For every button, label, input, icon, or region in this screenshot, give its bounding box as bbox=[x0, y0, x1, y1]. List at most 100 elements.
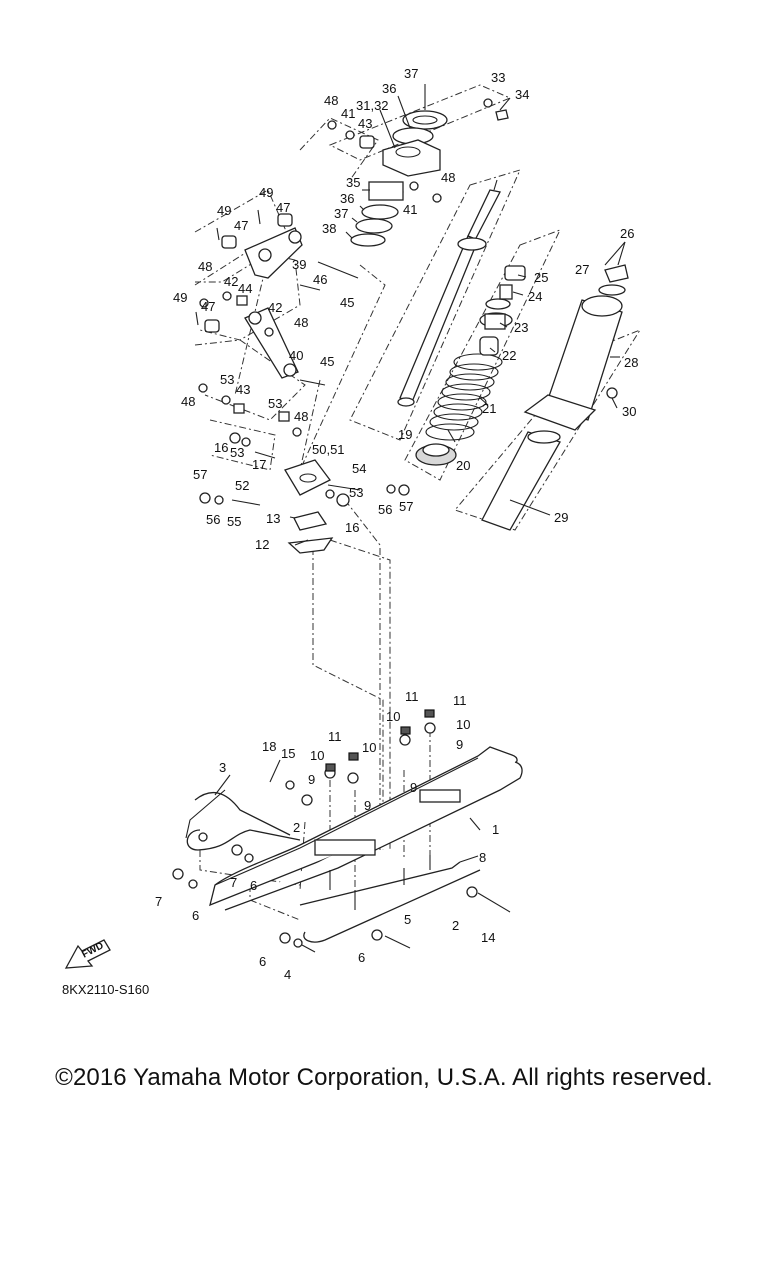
shock-covers bbox=[481, 264, 629, 531]
callout-11: 11 bbox=[405, 689, 419, 704]
callout-8: 8 bbox=[479, 850, 486, 865]
callout-25: 25 bbox=[534, 270, 548, 285]
callout-54: 54 bbox=[352, 461, 366, 476]
callout-10: 10 bbox=[310, 748, 324, 763]
callout-9: 9 bbox=[456, 737, 463, 752]
callout-43: 43 bbox=[358, 116, 372, 131]
callout-labels: 1 2 2 3 4 5 6 6 6 6 7 7 8 9 9 9 9 10 10 … bbox=[155, 66, 638, 982]
callout-11: 11 bbox=[453, 693, 467, 708]
callout-12: 12 bbox=[255, 537, 269, 552]
callout-55: 55 bbox=[227, 514, 241, 529]
callout-5: 5 bbox=[404, 912, 411, 927]
ski-assembly bbox=[172, 709, 523, 953]
callout-9: 9 bbox=[308, 772, 315, 787]
links bbox=[195, 209, 359, 437]
callout-48: 48 bbox=[324, 93, 338, 108]
callout-57: 57 bbox=[399, 499, 413, 514]
callout-20: 20 bbox=[456, 458, 470, 473]
callout-44: 44 bbox=[238, 281, 252, 296]
callout-52: 52 bbox=[235, 478, 249, 493]
callout-21: 21 bbox=[482, 401, 496, 416]
callout-49: 49 bbox=[173, 290, 187, 305]
callout-41: 41 bbox=[341, 106, 355, 121]
callout-1: 1 bbox=[492, 822, 499, 837]
callout-3: 3 bbox=[219, 760, 226, 775]
catalog-code: 8KX2110-S160 bbox=[62, 982, 150, 997]
callout-31-32: 31,32 bbox=[356, 98, 389, 113]
callout-2: 2 bbox=[452, 918, 459, 933]
shock-absorber bbox=[397, 179, 526, 466]
callout-35: 35 bbox=[346, 175, 360, 190]
callout-49: 49 bbox=[259, 185, 273, 200]
fwd-arrow-icon: FWD bbox=[64, 939, 111, 969]
callout-48: 48 bbox=[294, 315, 308, 330]
callout-30: 30 bbox=[622, 404, 636, 419]
callout-37: 37 bbox=[404, 66, 418, 81]
callout-23: 23 bbox=[514, 320, 528, 335]
lower-mount bbox=[199, 432, 410, 554]
callout-38: 38 bbox=[322, 221, 336, 236]
callout-45: 45 bbox=[340, 295, 354, 310]
callout-48: 48 bbox=[198, 259, 212, 274]
callout-40: 40 bbox=[289, 348, 303, 363]
callout-53: 53 bbox=[349, 485, 363, 500]
callout-6: 6 bbox=[358, 950, 365, 965]
callout-22: 22 bbox=[502, 348, 516, 363]
callout-42: 42 bbox=[224, 274, 238, 289]
callout-7: 7 bbox=[230, 875, 237, 890]
callout-43: 43 bbox=[236, 382, 250, 397]
callout-11: 11 bbox=[328, 729, 342, 744]
callout-24: 24 bbox=[528, 289, 542, 304]
callout-18: 18 bbox=[262, 739, 276, 754]
callout-36: 36 bbox=[340, 191, 354, 206]
callout-53: 53 bbox=[220, 372, 234, 387]
callout-9: 9 bbox=[364, 798, 371, 813]
callout-6: 6 bbox=[250, 878, 257, 893]
callout-47: 47 bbox=[201, 299, 215, 314]
callout-41: 41 bbox=[403, 202, 417, 217]
callout-33: 33 bbox=[491, 70, 505, 85]
callout-39: 39 bbox=[292, 257, 306, 272]
callout-16: 16 bbox=[214, 440, 228, 455]
upper-bracket bbox=[327, 98, 509, 247]
callout-19: 19 bbox=[398, 427, 412, 442]
callout-2: 2 bbox=[293, 820, 300, 835]
callout-15: 15 bbox=[281, 746, 295, 761]
callout-46: 46 bbox=[313, 272, 327, 287]
callout-7: 7 bbox=[155, 894, 162, 909]
callout-42: 42 bbox=[268, 300, 282, 315]
copyright-notice: ©2016 Yamaha Motor Corporation, U.S.A. A… bbox=[55, 1064, 713, 1091]
callout-48: 48 bbox=[181, 394, 195, 409]
callout-49: 49 bbox=[217, 203, 231, 218]
callout-10: 10 bbox=[386, 709, 400, 724]
callout-10: 10 bbox=[456, 717, 470, 732]
callout-48: 48 bbox=[294, 409, 308, 424]
callout-9: 9 bbox=[410, 780, 417, 795]
callout-47: 47 bbox=[234, 218, 248, 233]
spring bbox=[425, 353, 503, 441]
callout-10: 10 bbox=[362, 740, 376, 755]
callout-45: 45 bbox=[320, 354, 334, 369]
callout-53: 53 bbox=[268, 396, 282, 411]
callout-48: 48 bbox=[441, 170, 455, 185]
callout-14: 14 bbox=[481, 930, 495, 945]
leader-lines bbox=[214, 84, 626, 863]
callout-16: 16 bbox=[345, 520, 359, 535]
callout-6: 6 bbox=[192, 908, 199, 923]
callout-13: 13 bbox=[266, 511, 280, 526]
callout-47: 47 bbox=[276, 200, 290, 215]
callout-29: 29 bbox=[554, 510, 568, 525]
callout-50-51: 50,51 bbox=[312, 442, 345, 457]
callout-53: 53 bbox=[230, 445, 244, 460]
callout-27: 27 bbox=[575, 262, 589, 277]
callout-4: 4 bbox=[284, 967, 291, 982]
callout-36: 36 bbox=[382, 81, 396, 96]
callout-56: 56 bbox=[206, 512, 220, 527]
callout-37: 37 bbox=[334, 206, 348, 221]
callout-34: 34 bbox=[515, 87, 529, 102]
callout-57: 57 bbox=[193, 467, 207, 482]
callout-17: 17 bbox=[252, 457, 266, 472]
callout-6: 6 bbox=[259, 954, 266, 969]
callout-26: 26 bbox=[620, 226, 634, 241]
callout-28: 28 bbox=[624, 355, 638, 370]
